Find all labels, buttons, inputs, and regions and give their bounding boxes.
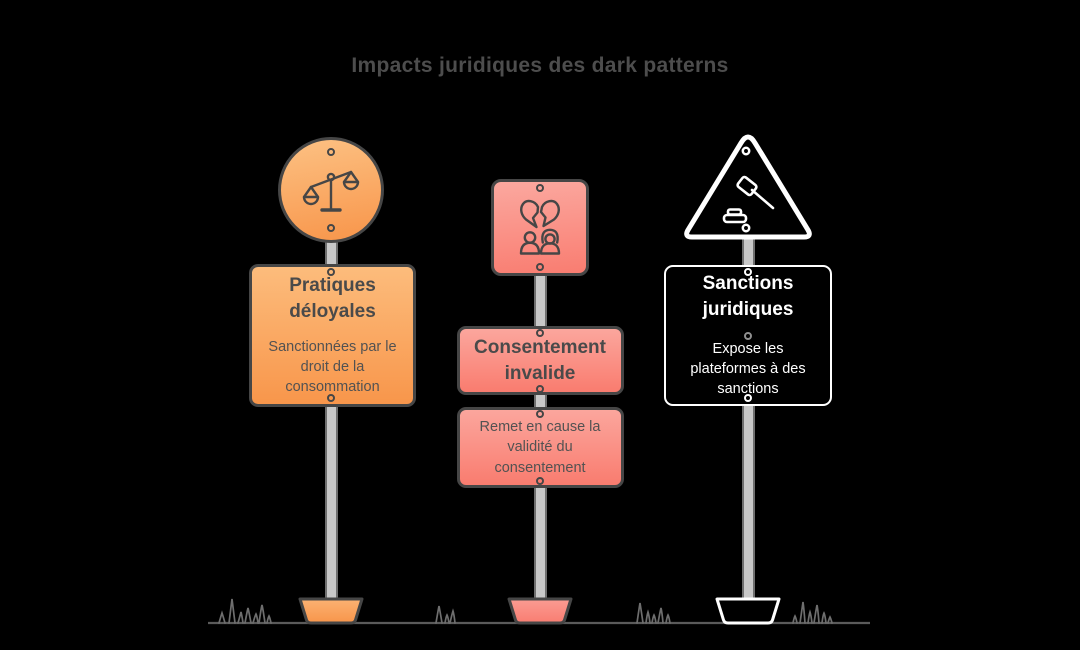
signpost-pole bbox=[533, 392, 547, 410]
screw bbox=[741, 223, 751, 233]
screw bbox=[536, 263, 544, 271]
screw bbox=[327, 224, 335, 232]
signpost-pole bbox=[533, 485, 547, 601]
gavel-icon bbox=[722, 175, 775, 224]
sign-head-square bbox=[491, 179, 589, 276]
screw bbox=[536, 329, 544, 337]
grass-tufts bbox=[218, 598, 833, 624]
sign-description: Sanctionnées par le droit de la consomma… bbox=[268, 338, 397, 396]
grass-tuft bbox=[435, 605, 456, 624]
screw bbox=[327, 394, 335, 402]
signpost-base bbox=[298, 597, 364, 625]
screw bbox=[327, 148, 335, 156]
screw bbox=[744, 394, 752, 402]
signpost-base bbox=[715, 597, 781, 625]
signpost-pole bbox=[533, 273, 547, 327]
signpost-base bbox=[507, 597, 573, 625]
screw bbox=[744, 332, 752, 340]
sign-description: Expose les plateformes à des sanctions bbox=[690, 340, 806, 398]
signpost-pole bbox=[741, 235, 755, 267]
screw bbox=[536, 385, 544, 393]
screw bbox=[536, 410, 544, 418]
screw bbox=[536, 184, 544, 192]
signpost-pole bbox=[324, 239, 338, 266]
sign-text-panel: Remet en cause la validité du consenteme… bbox=[456, 407, 624, 488]
sign-title: Sanctions juridiques bbox=[702, 273, 794, 320]
grass-tuft bbox=[636, 602, 671, 624]
sign-description: Remet en cause la validité du consenteme… bbox=[479, 419, 601, 476]
sign-title: Consentement invalide bbox=[474, 337, 606, 384]
scales-of-justice-icon bbox=[302, 170, 360, 212]
grass-tuft bbox=[792, 601, 833, 624]
screw bbox=[744, 268, 752, 276]
screw bbox=[327, 268, 335, 276]
sign-text-panel: Consentement invalide bbox=[456, 326, 624, 395]
sign-head-warning-triangle bbox=[684, 134, 812, 240]
broken-heart-couple-icon bbox=[519, 199, 561, 255]
sign-title: Pratiques déloyales bbox=[289, 275, 376, 322]
signpost-pole bbox=[741, 402, 755, 601]
signpost-pole bbox=[324, 404, 338, 601]
page-title: Impacts juridiques des dark patterns bbox=[351, 54, 729, 77]
grass-tuft bbox=[218, 598, 272, 624]
screw bbox=[536, 477, 544, 485]
screw bbox=[741, 146, 751, 156]
sign-text-panel: Pratiques déloyales Sanctionnées par le … bbox=[249, 264, 416, 407]
